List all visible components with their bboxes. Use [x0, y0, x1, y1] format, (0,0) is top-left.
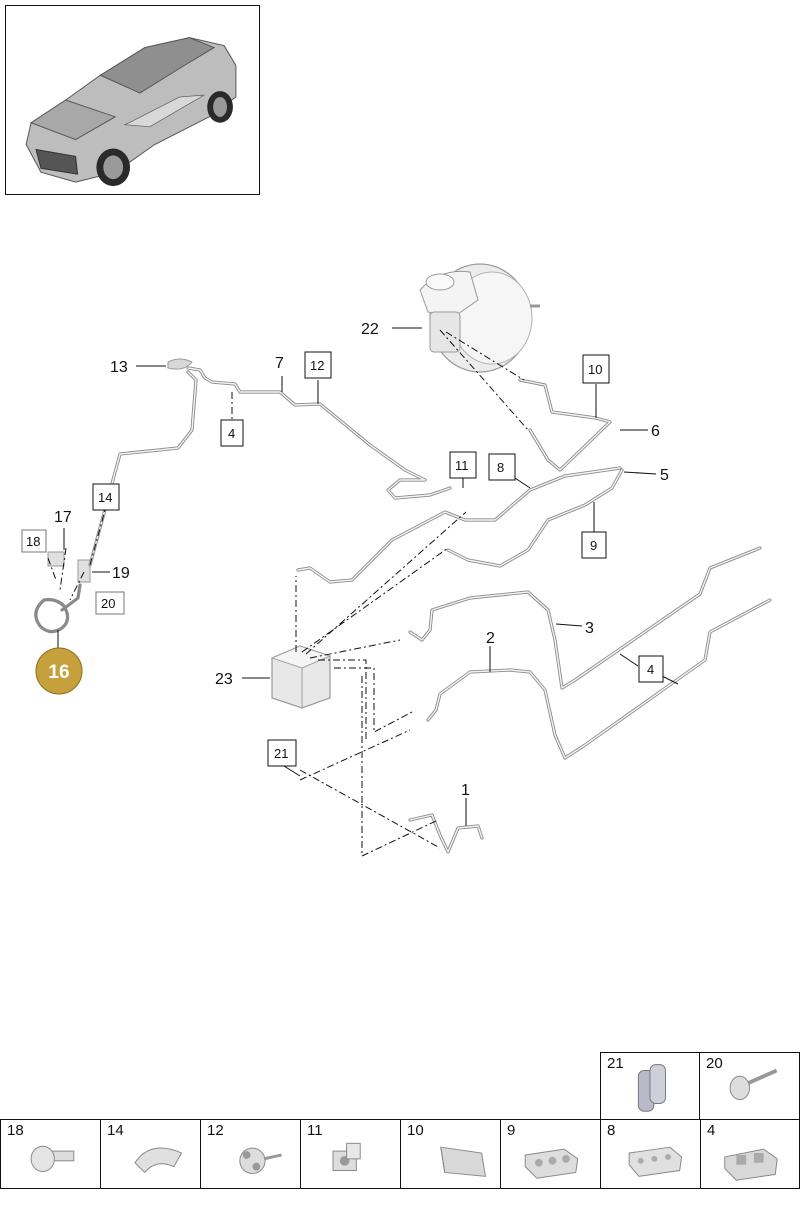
part-cell-8[interactable]: 8: [600, 1119, 701, 1189]
callout-10-label: 10: [588, 362, 602, 377]
part-cell-12[interactable]: 12: [200, 1119, 301, 1189]
part-cell-9[interactable]: 9: [500, 1119, 601, 1189]
cap-10-icon: [440, 1146, 487, 1177]
callout-22-label: 22: [361, 321, 379, 338]
clip-21-icon: [637, 1064, 667, 1112]
part-cell-10[interactable]: 10: [400, 1119, 501, 1189]
part-number: 10: [407, 1122, 424, 1139]
brake-hose-assembly: [34, 551, 91, 634]
clip-9-icon: [524, 1148, 579, 1179]
callout-9-label: 9: [590, 538, 597, 553]
callout-1-label: 1: [461, 782, 470, 799]
callout-3-label: 3: [585, 620, 594, 637]
callout-14-label: 14: [98, 490, 112, 505]
brake-pipes: [88, 358, 772, 854]
part-number: 14: [107, 1122, 124, 1139]
highlighted-part-16[interactable]: 16: [35, 647, 83, 695]
callout-8[interactable]: 8: [488, 453, 516, 481]
bolt-20-icon: [729, 1068, 778, 1101]
part-number: 18: [7, 1122, 24, 1139]
callout-23-label: 23: [215, 671, 233, 688]
callout-3[interactable]: 3: [585, 620, 594, 637]
part-number: 12: [207, 1122, 224, 1139]
callout-20-label: 20: [101, 596, 115, 611]
highlighted-part-label: 16: [48, 662, 69, 683]
part-cell-4[interactable]: 4: [700, 1119, 800, 1189]
callout-7-label: 7: [275, 355, 284, 372]
callout-17[interactable]: 17: [54, 509, 72, 526]
callout-5[interactable]: 5: [660, 467, 669, 484]
part-cell-21[interactable]: 21: [600, 1052, 700, 1120]
callout-10[interactable]: 10: [582, 354, 610, 384]
callout-17-label: 17: [54, 509, 72, 526]
callout-22[interactable]: 22: [361, 321, 379, 338]
callout-18[interactable]: 18: [21, 529, 47, 553]
parts-table: 21 20 18 14 12 11: [0, 1052, 800, 1192]
brake-booster: [419, 263, 540, 373]
callout-4-right[interactable]: 4: [638, 655, 664, 683]
callout-6[interactable]: 6: [651, 423, 660, 440]
callout-13-label: 13: [110, 359, 128, 376]
callout-20[interactable]: 20: [95, 591, 125, 615]
callout-13[interactable]: 13: [110, 359, 128, 376]
part-number: 21: [607, 1055, 624, 1072]
callout-1[interactable]: 1: [461, 782, 470, 799]
clip-8-icon: [628, 1146, 683, 1177]
callout-21-label: 21: [274, 746, 288, 761]
callout-4-right-label: 4: [647, 662, 654, 677]
part-cell-14[interactable]: 14: [100, 1119, 201, 1189]
callout-12[interactable]: 12: [304, 351, 332, 379]
part-number: 9: [507, 1122, 516, 1139]
assembly-lines: [47, 329, 529, 857]
part-number: 20: [706, 1055, 723, 1072]
callout-2[interactable]: 2: [486, 630, 495, 647]
callout-11[interactable]: 11: [449, 451, 477, 479]
vehicle-thumbnail: [5, 5, 260, 195]
part-number: 11: [307, 1122, 323, 1139]
callout-21[interactable]: 21: [267, 739, 297, 767]
callout-14[interactable]: 14: [92, 483, 120, 511]
callout-5-label: 5: [660, 467, 669, 484]
callout-11-label: 11: [455, 458, 469, 473]
callout-12-label: 12: [310, 358, 324, 373]
callout-4-top[interactable]: 4: [220, 419, 244, 447]
callout-19-label: 19: [112, 565, 130, 582]
callout-18-label: 18: [26, 534, 40, 549]
brake-line-diagram: .pipe { fill: none; stroke: #8a8a8a; str…: [21, 263, 772, 857]
callout-19[interactable]: 19: [112, 565, 130, 582]
bolt-18-icon: [30, 1145, 75, 1172]
part-cell-11[interactable]: 11: [300, 1119, 401, 1189]
part-cell-18[interactable]: 18: [0, 1119, 101, 1189]
clip-4-icon: [724, 1148, 778, 1181]
callout-7[interactable]: 7: [275, 355, 284, 372]
vehicle-image: [25, 37, 237, 187]
clip-12-icon: [239, 1147, 282, 1174]
bracket-14-icon: [134, 1147, 183, 1174]
part-number: 4: [707, 1122, 716, 1139]
highlight-circle: [35, 647, 83, 695]
abs-unit: [270, 645, 332, 709]
callout-8-label: 8: [497, 460, 504, 475]
part-number: 8: [607, 1122, 616, 1139]
part-cell-20[interactable]: 20: [699, 1052, 800, 1120]
callout-9[interactable]: 9: [581, 531, 607, 559]
callout-4-top-label: 4: [228, 426, 235, 441]
leader-lines: [57, 327, 679, 826]
callout-23[interactable]: 23: [215, 671, 233, 688]
clip-11-icon: [332, 1142, 361, 1171]
callout-6-label: 6: [651, 423, 660, 440]
callout-2-label: 2: [486, 630, 495, 647]
